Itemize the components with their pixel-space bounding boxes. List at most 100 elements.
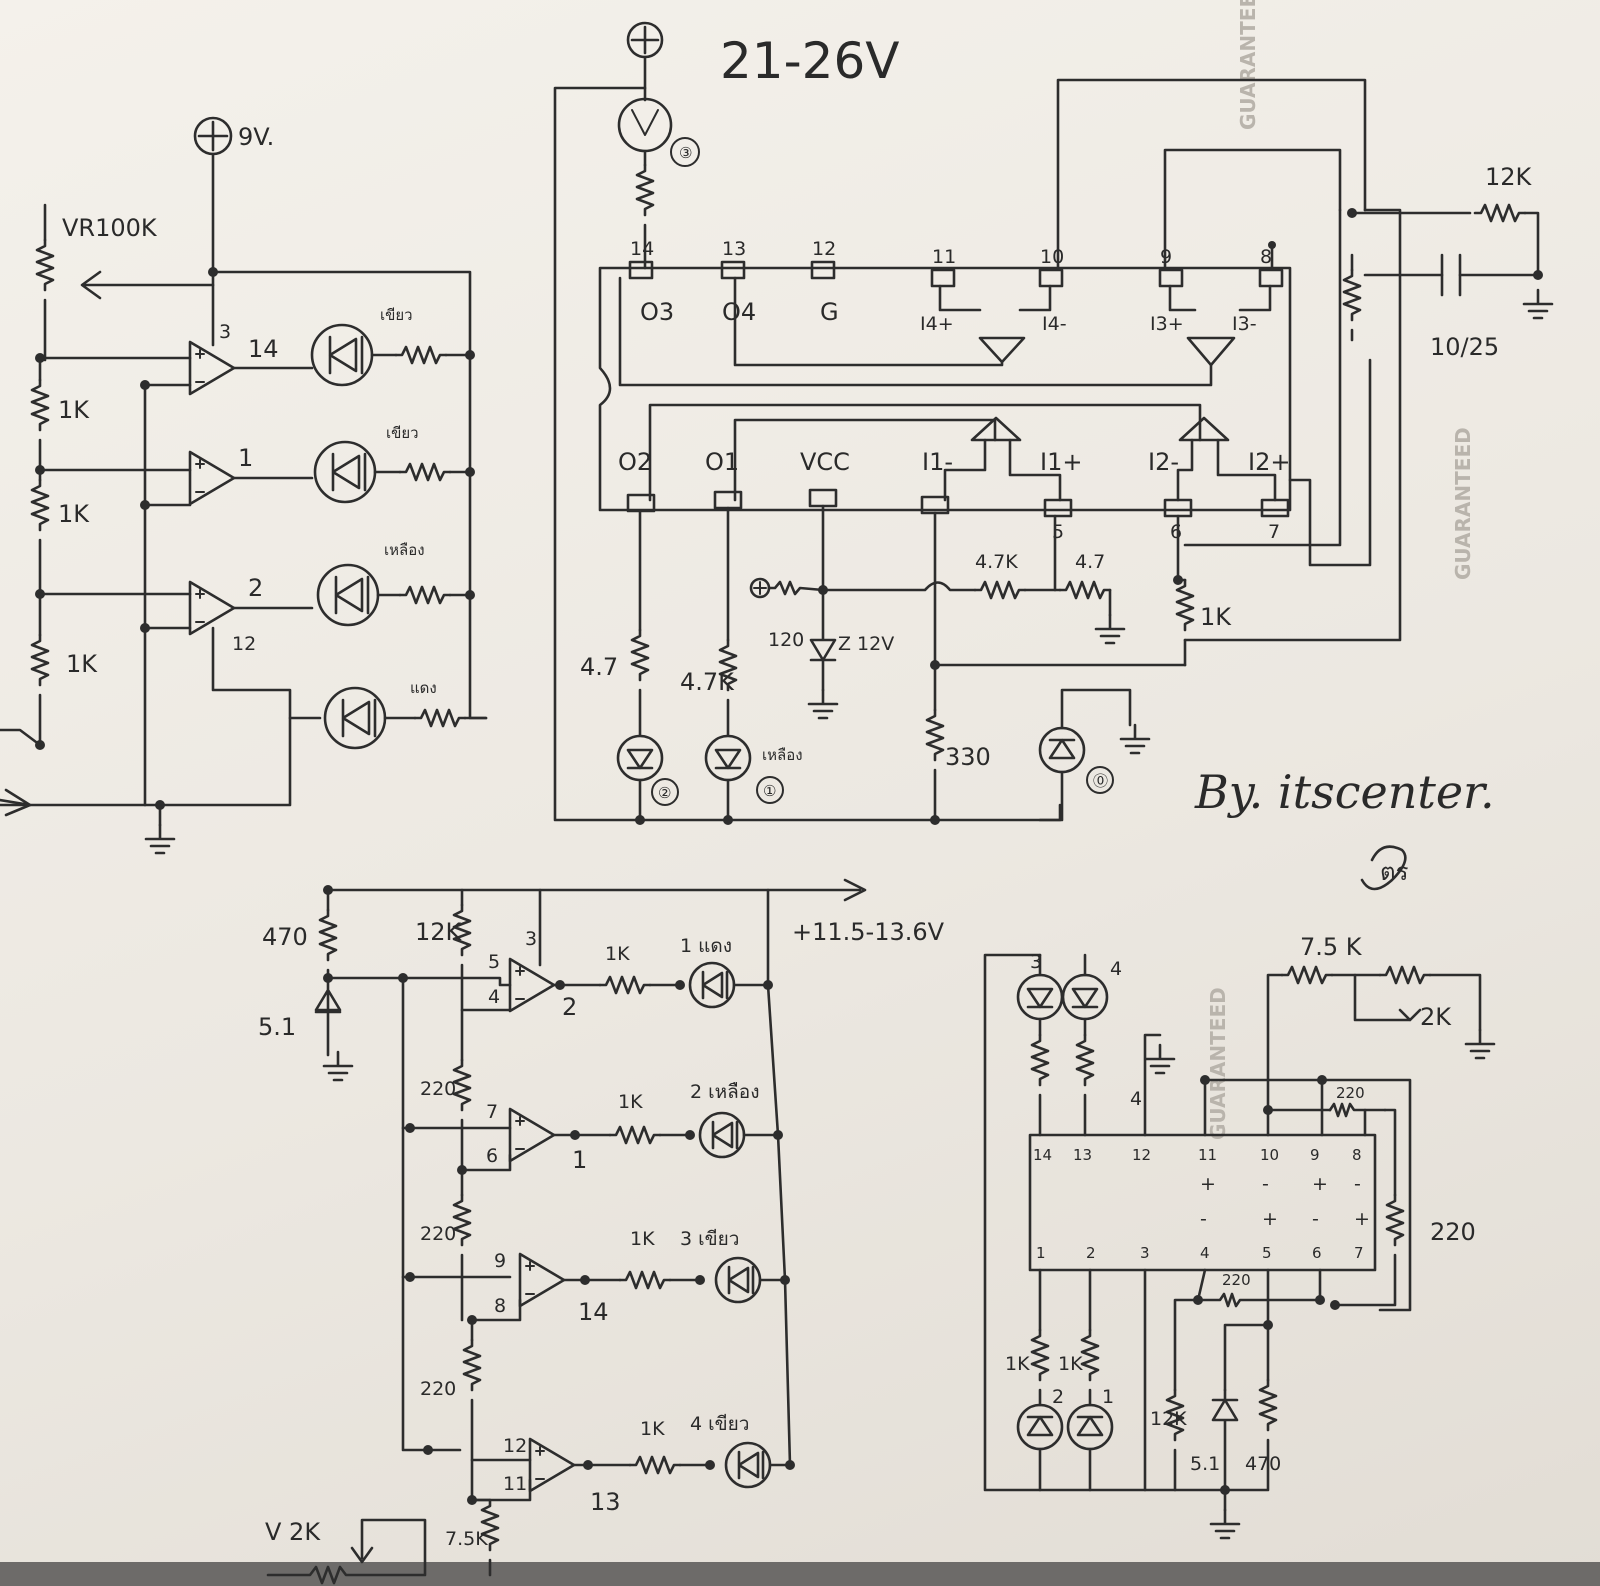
bottom-strip [0, 1562, 1600, 1586]
led-icon [323, 686, 387, 750]
res-label-2: 1K [58, 500, 90, 528]
res-75k-label: 7.5 K [1300, 933, 1363, 961]
res-47-label-2: 4.7 [1075, 551, 1105, 573]
ic-label-o2: O2 [618, 448, 652, 476]
pin-label-1: 1 [238, 444, 253, 472]
res-1k-label-1: 1K [1005, 1353, 1030, 1375]
pin-label-1: 1 [572, 1146, 587, 1174]
ic-pin-7: 7 [1354, 1244, 1364, 1262]
ic-sign: - [1200, 1208, 1207, 1230]
res-label-1: 1K [58, 396, 90, 424]
res-220-label-2: 220 [420, 1223, 456, 1245]
ic-top-pins [628, 260, 1284, 288]
led-label-4: 4 เขียว [690, 1413, 749, 1435]
pin-label-8: 8 [494, 1295, 506, 1317]
ic-sign: - [1312, 1208, 1319, 1230]
pin-label-5: 5 [488, 951, 500, 973]
led-icon [688, 961, 736, 1009]
pin-label-6: 6 [486, 1145, 498, 1167]
res-2k-label: 2K [1420, 1003, 1452, 1031]
led-icon [1038, 726, 1086, 774]
led-number-2: 2 [1052, 1386, 1064, 1408]
page-title: 21-26V [720, 32, 900, 90]
led-icon [1066, 1403, 1114, 1451]
pin-label-14: 14 [578, 1298, 609, 1326]
cap-label: 10/25 [1430, 333, 1499, 361]
ic-pin-5: 5 [1262, 1244, 1272, 1262]
ic-pin-10: 10 [1040, 246, 1064, 268]
watermark-text: GUARANTEED QUALITY [1236, 0, 1260, 130]
signature-icon [1360, 845, 1407, 891]
led-icon [704, 734, 752, 782]
circuit-a: 9V. VR100K 1K 1K 1K [0, 116, 488, 855]
res-470-label: 470 [262, 923, 308, 951]
res-220-label-3: 220 [1222, 1271, 1251, 1289]
ic-pin-12: 12 [1132, 1146, 1151, 1164]
ic-pin-1: 1 [1036, 1244, 1046, 1262]
res-label-3: 1K [66, 650, 98, 678]
res-1k-label-1: 1K [605, 943, 630, 965]
watermark-group: GUARANTEED QUALITY GUARANTEED GUARANTEED [1206, 0, 1475, 1140]
led-color-label: เหลือง [762, 746, 803, 764]
circuit-c: +11.5-13.6V 470 5.1 12K 220 220 [258, 878, 945, 1585]
ic-label-i1p: I1+ [1040, 448, 1082, 476]
ic-label-i4m: I4- [1042, 313, 1067, 335]
pin-label-3: 3 [219, 321, 231, 343]
led-number-4: 4 [1110, 958, 1122, 980]
transistor-number: ③ [679, 144, 692, 162]
ic-sign: + [1312, 1173, 1328, 1195]
led-label-1: เขียว [380, 306, 413, 324]
transistor-icon [617, 97, 673, 153]
res-470-label: 470 [1245, 1453, 1281, 1475]
res-75k-label: 7.5K [445, 1528, 488, 1550]
pin-label-12: 12 [503, 1435, 527, 1457]
ic-label-i3m: I3- [1232, 313, 1257, 335]
ic-vcc-pin: 4 [1130, 1088, 1142, 1110]
res-1k-label-2: 1K [1058, 1353, 1083, 1375]
pin-label-11: 11 [503, 1473, 527, 1495]
zener-label: 5.1 [1190, 1453, 1220, 1475]
ic-pin-14: 14 [1033, 1146, 1052, 1164]
led-number-2: ② [658, 784, 671, 802]
pot-label: VR100K [62, 214, 158, 242]
res-12k-label: 12K [1485, 163, 1533, 191]
pin-label-14: 14 [248, 335, 279, 363]
ic-pin-11: 11 [1198, 1146, 1217, 1164]
ic-sign: + [1200, 1173, 1216, 1195]
res-47k-label: 4.7K [680, 668, 735, 696]
led-icon [616, 734, 664, 782]
ic-label-i2m: I2- [1148, 448, 1179, 476]
led-label-2: เขียว [386, 424, 419, 442]
led-label-4: แดง [410, 679, 437, 697]
credit-text: By. itscenter. [1194, 765, 1495, 819]
ic-pin-9: 9 [1310, 1146, 1320, 1164]
opamp-icon [528, 1437, 576, 1493]
ic-sign: - [1262, 1173, 1269, 1195]
ic-label-o1: O1 [705, 448, 739, 476]
circuit-d: 14 13 12 11 10 9 8 + - + - - + - + 1 2 3… [983, 933, 1496, 1540]
ic-pin-8: 8 [1260, 246, 1272, 268]
ic-label-i3p: I3+ [1150, 313, 1184, 335]
led-label-3: 3 เขียว [680, 1228, 739, 1250]
led-label-1: 1 แดง [680, 935, 732, 957]
comparator-icon [1186, 336, 1236, 367]
ic-label-i2p: I2+ [1248, 448, 1290, 476]
ic-pin-6: 6 [1312, 1244, 1322, 1262]
res-120-label: 120 [768, 629, 804, 651]
led-icon [313, 440, 377, 504]
res-220-label-3: 220 [420, 1378, 456, 1400]
led-icon [698, 1111, 746, 1159]
comparator-icon [978, 336, 1026, 364]
pot-label: V 2K [265, 1518, 321, 1546]
res-1k-label-4: 1K [640, 1418, 665, 1440]
pin-label-13: 13 [590, 1488, 621, 1516]
ic-pin-10: 10 [1260, 1146, 1279, 1164]
pin-label-2: 2 [562, 993, 577, 1021]
ic-label-g: G [820, 298, 839, 326]
pin-label-4: 4 [488, 986, 500, 1008]
ic-sign: - [1354, 1173, 1361, 1195]
ic-label-o4: O4 [722, 298, 756, 326]
ic-pin-13: 13 [722, 238, 746, 260]
led-number-0: ⓪ [1093, 772, 1108, 790]
